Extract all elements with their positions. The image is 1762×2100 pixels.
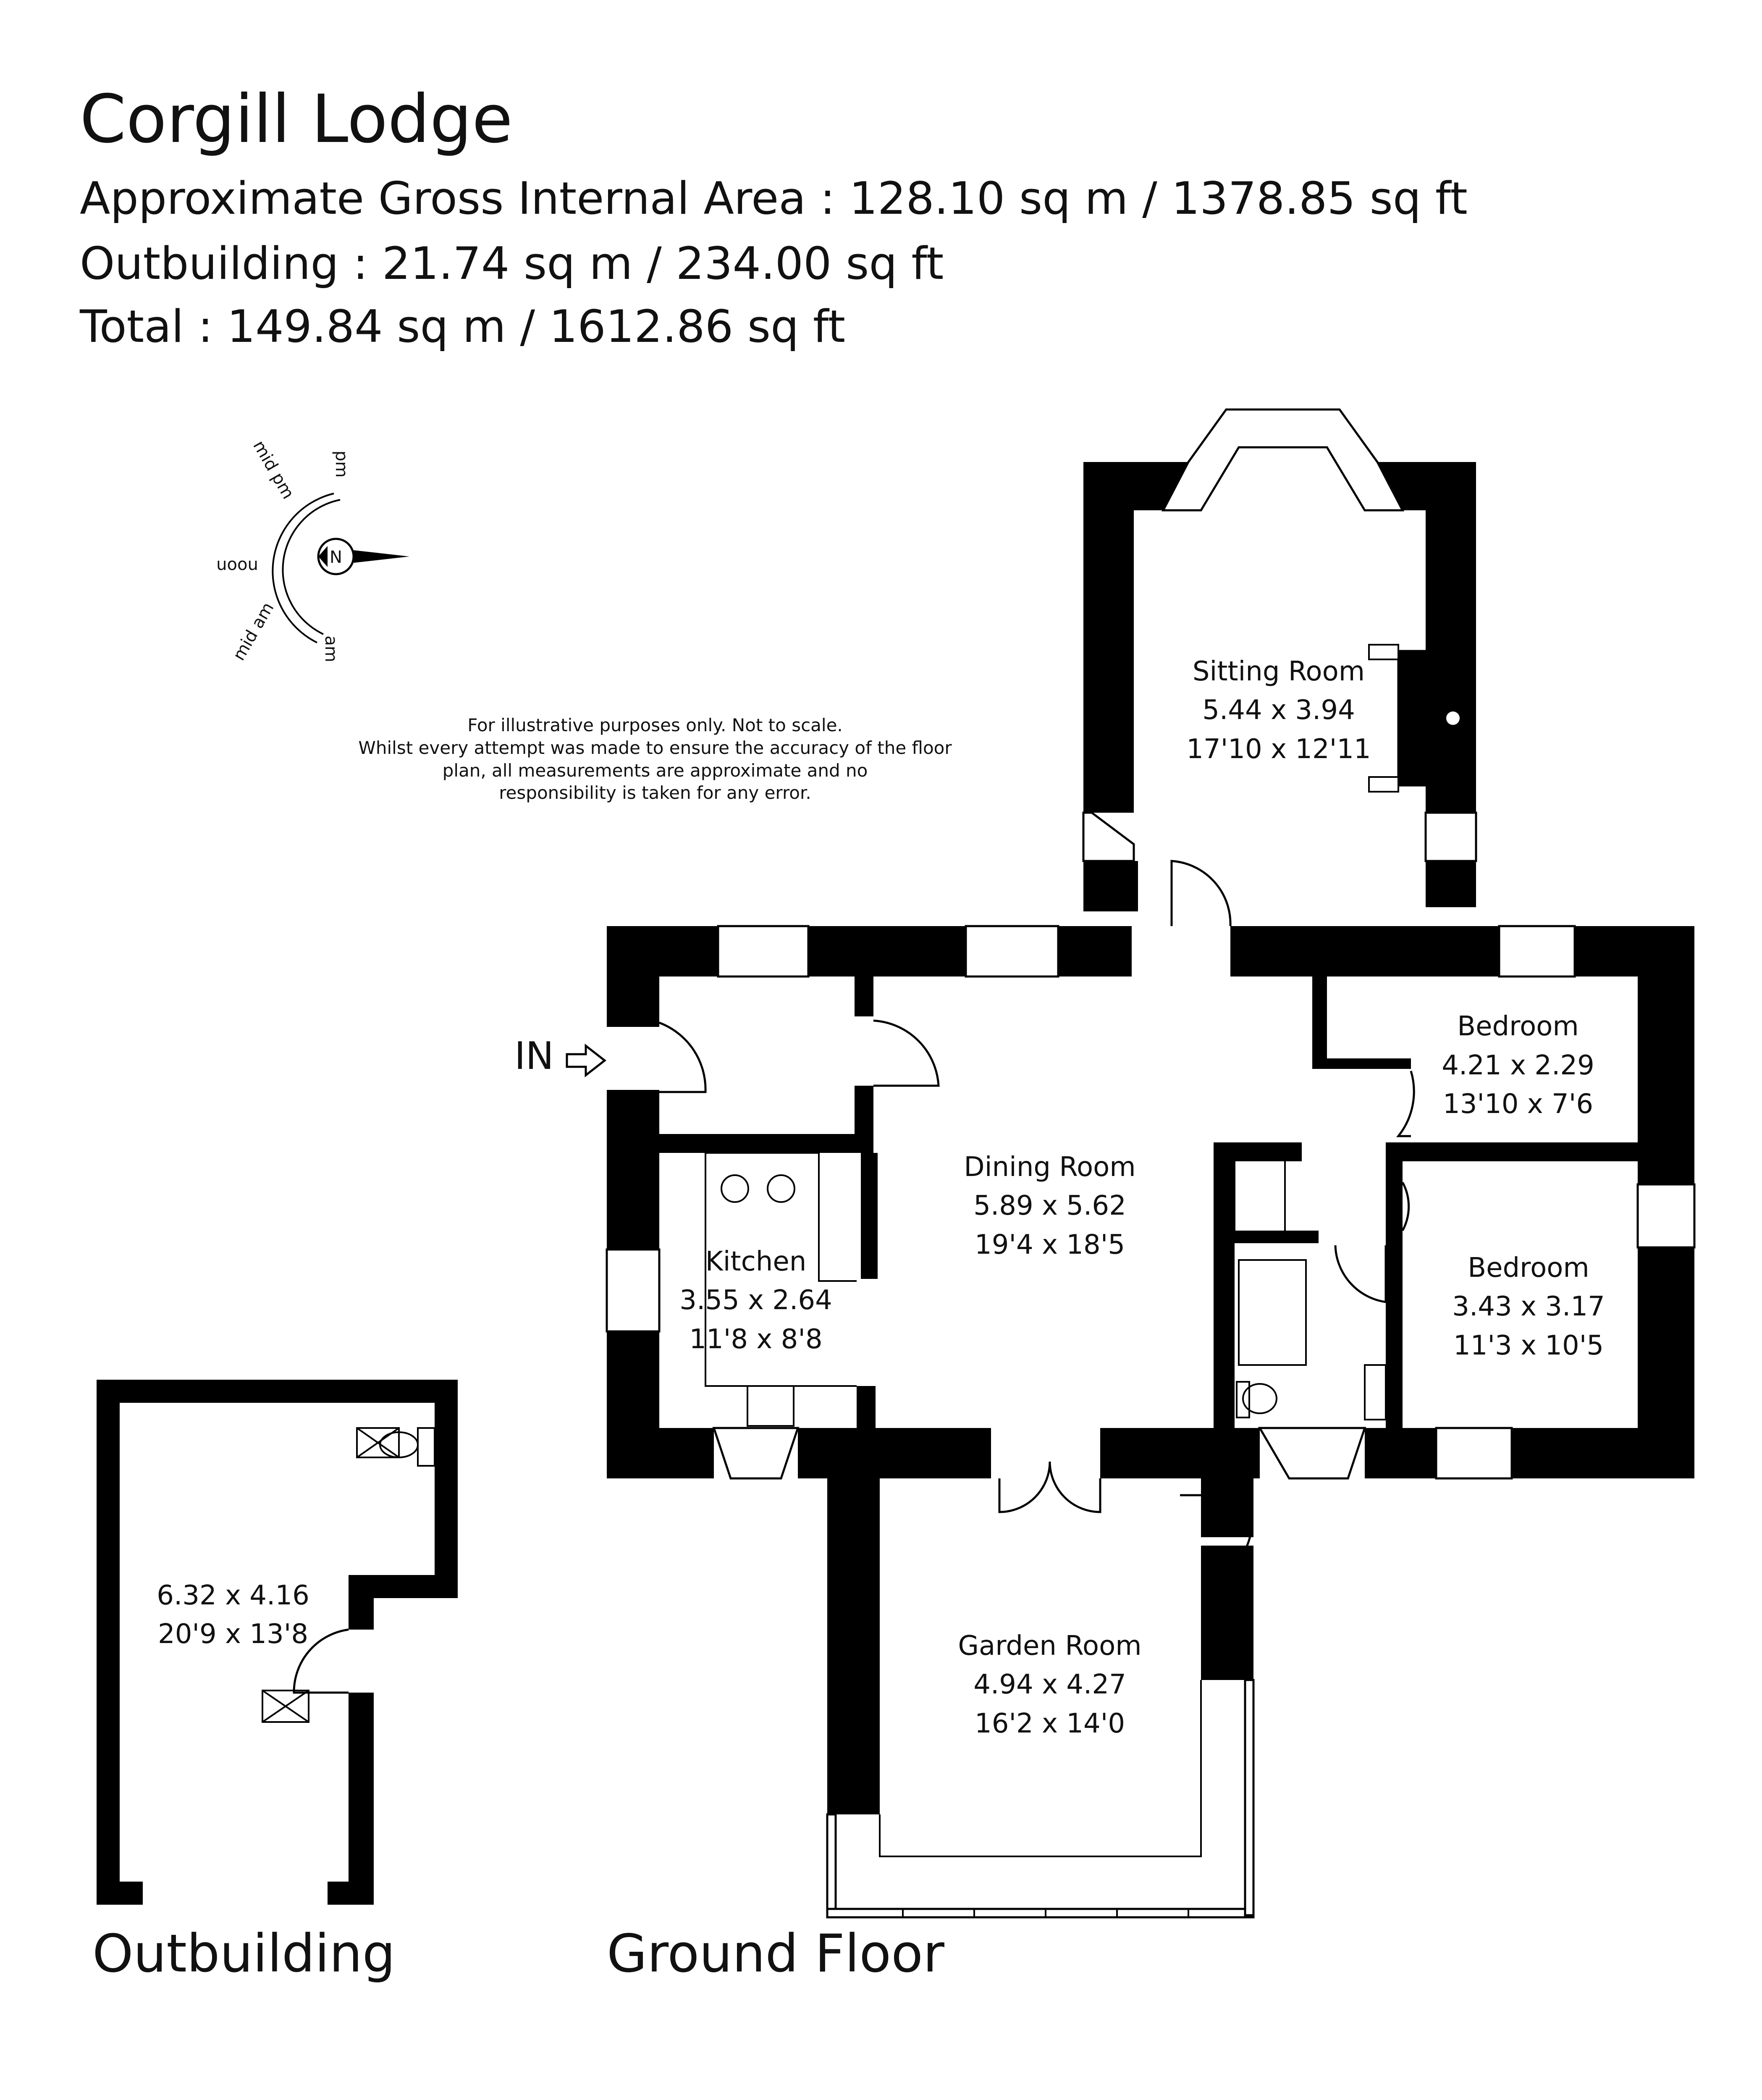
disclaimer-line: Whilst every attempt was made to ensure … (358, 737, 952, 758)
entrance-arrow-icon (566, 1043, 607, 1078)
disclaimer-line: plan, all measurements are approximate a… (442, 760, 868, 781)
door-garden-right (1049, 1461, 1101, 1513)
door-bedroom-2 (1401, 1181, 1410, 1231)
disclaimer: For illustrative purposes only. Not to s… (319, 714, 991, 804)
room-imperial: 20'9 x 13'8 (158, 1619, 308, 1650)
sink-icon (747, 1385, 794, 1427)
ground-floor-walls (607, 462, 1694, 1814)
compass-pm: pm (332, 451, 351, 478)
room-imperial: 17'10 x 12'11 (1186, 734, 1371, 765)
ground-floor-doors (659, 860, 1415, 1555)
room-imperial: 13'10 x 7'6 (1443, 1089, 1593, 1120)
toilet-icon (1242, 1383, 1277, 1414)
room-name: Garden Room (958, 1630, 1141, 1662)
disclaimer-line: For illustrative purposes only. Not to s… (467, 715, 843, 735)
door-garden-left (998, 1461, 1051, 1513)
basin-icon (1364, 1364, 1387, 1420)
room-metric: 3.55 x 2.64 (679, 1285, 832, 1316)
hob-icon (721, 1174, 749, 1203)
room-metric: 5.89 x 5.62 (973, 1190, 1126, 1221)
room-imperial: 11'8 x 8'8 (689, 1324, 822, 1355)
outbuilding-walls (97, 1380, 458, 1905)
fireplace-icon (1446, 711, 1460, 725)
compass-mid-am: mid am (229, 599, 278, 664)
floor-label-outbuilding: Outbuilding (92, 1924, 396, 1984)
room-name: Kitchen (705, 1246, 807, 1277)
room-imperial: 16'2 x 14'0 (975, 1708, 1125, 1739)
outbuilding-area: Outbuilding : 21.74 sq m / 234.00 sq ft (80, 238, 944, 289)
room-metric: 5.44 x 3.94 (1202, 695, 1355, 726)
room-imperial: 11'3 x 10'5 (1453, 1330, 1604, 1361)
total-area: Total : 149.84 sq m / 1612.86 sq ft (80, 301, 846, 352)
room-imperial: 19'4 x 18'5 (975, 1229, 1125, 1260)
door-garden-side (1180, 1494, 1253, 1555)
room-metric: 4.94 x 4.27 (973, 1669, 1126, 1700)
door-outbuilding (293, 1628, 349, 1694)
compass: N pm mid pm noon mid am am (216, 437, 409, 664)
room-name: Bedroom (1468, 1252, 1589, 1284)
room-name: Sitting Room (1193, 656, 1365, 687)
door-sitting-room (1170, 860, 1232, 927)
room-bedroom-2: Bedroom 3.43 x 3.17 11'3 x 10'5 (1452, 1252, 1605, 1361)
compass-north: N (330, 548, 342, 567)
room-dining-room: Dining Room 5.89 x 5.62 19'4 x 18'5 (964, 1152, 1135, 1260)
room-kitchen: Kitchen 3.55 x 2.64 11'8 x 8'8 (679, 1246, 832, 1355)
disclaimer-line: responsibility is taken for any error. (499, 782, 811, 803)
door-entrance (659, 1021, 707, 1093)
ground-floor-fixtures (705, 644, 1460, 1427)
room-bedroom-1: Bedroom 4.21 x 2.29 13'10 x 7'6 (1442, 1011, 1594, 1120)
compass-mid-pm: mid pm (249, 437, 298, 502)
room-metric: 6.32 x 4.16 (157, 1580, 309, 1611)
compass-noon: noon (216, 556, 258, 576)
room-outbuilding: 6.32 x 4.16 20'9 x 13'8 (157, 1580, 309, 1650)
room-garden-room: Garden Room 4.94 x 4.27 16'2 x 14'0 (958, 1630, 1141, 1739)
skylight-icon (356, 1427, 400, 1458)
entrance-label: IN (514, 1034, 554, 1078)
gross-internal-area: Approximate Gross Internal Area : 128.10… (80, 173, 1468, 224)
door-bedroom-1 (1396, 1071, 1415, 1137)
skylight-icon (262, 1690, 309, 1723)
garden-room-lines (879, 1680, 1202, 1917)
room-name: Dining Room (964, 1152, 1135, 1183)
shower-icon (1238, 1259, 1307, 1366)
floor-label-ground: Ground Floor (607, 1924, 945, 1984)
compass-am: am (321, 635, 341, 662)
entrance: IN (514, 1034, 607, 1078)
room-metric: 4.21 x 2.29 (1442, 1050, 1594, 1081)
room-name: Bedroom (1457, 1011, 1578, 1042)
north-arrow-icon (354, 550, 409, 563)
room-sitting-room: Sitting Room 5.44 x 3.94 17'10 x 12'11 (1186, 656, 1371, 765)
door-bathroom (1334, 1245, 1387, 1303)
page-title: Corgill Lodge (80, 81, 513, 158)
room-metric: 3.43 x 3.17 (1452, 1291, 1605, 1322)
ground-floor-windows (606, 408, 1696, 1919)
door-hall (873, 1019, 940, 1087)
